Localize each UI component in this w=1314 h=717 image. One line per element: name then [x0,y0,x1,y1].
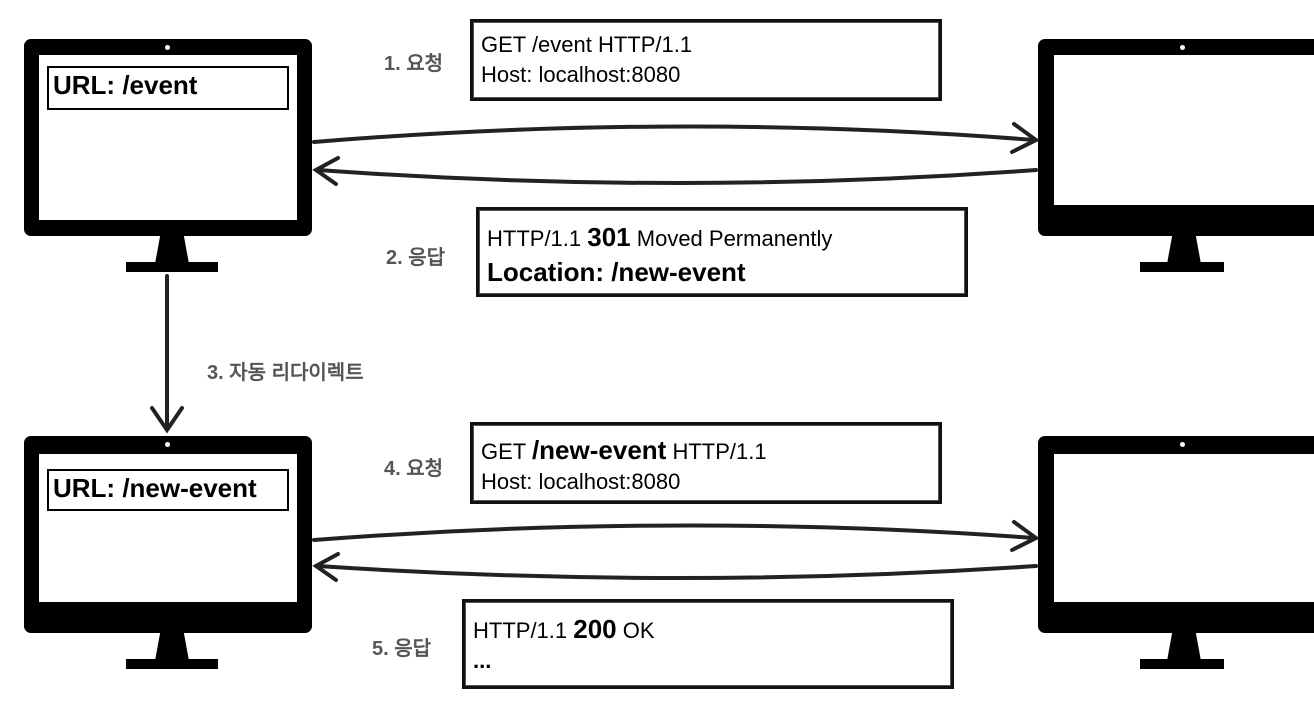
response-arrow-top [316,168,1038,185]
step-label-request: 4. 요청 [384,458,444,480]
step-label-response: 2. 응답 [386,247,446,269]
request-message-box: GET /new-event HTTP/1.1 Host: localhost:… [470,422,942,504]
response-arrow-bottom [316,564,1038,580]
location-header: Location: /new-event [487,257,746,287]
status-line: HTTP/1.1 200 OK [473,614,655,644]
host-header: Host: localhost:8080 [481,469,681,494]
request-line: GET /new-event HTTP/1.1 [481,435,767,465]
status-code: 301 [587,222,631,252]
response-message-box: HTTP/1.1 301 Moved Permanently Location:… [476,207,968,297]
step-label-redirect: 3. 자동 리다이렉트 [207,362,364,384]
step-label-response: 5. 응답 [372,638,432,660]
response-body-ellipsis: ... [473,648,492,673]
request-message-box: GET /event HTTP/1.1 Host: localhost:8080 [470,19,942,101]
host-header: Host: localhost:8080 [481,62,681,87]
step-label-request: 1. 요청 [384,53,444,75]
status-line: HTTP/1.1 301 Moved Permanently [487,222,833,252]
status-code: 200 [573,614,617,644]
request-path: /new-event [531,435,667,465]
response-message-box: HTTP/1.1 200 OK ... [462,599,954,689]
url-field: URL: /event [47,66,289,110]
request-arrow-top [312,124,1036,144]
request-arrow-bottom [312,523,1036,542]
request-line: GET /event HTTP/1.1 [481,32,693,57]
url-field: URL: /new-event [47,469,289,511]
